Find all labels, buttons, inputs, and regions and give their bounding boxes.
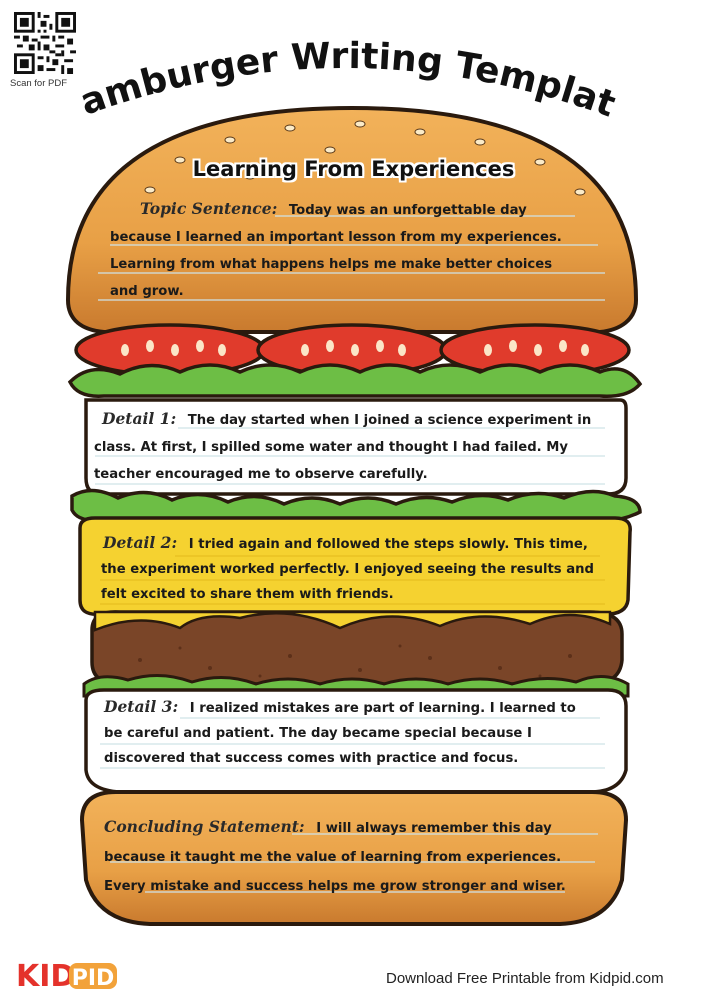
- detail-3-text: I realized mistakes are part of learning…: [104, 701, 576, 766]
- svg-text:KID: KID: [16, 959, 75, 992]
- concluding-statement-text: I will always remember this day because …: [104, 821, 566, 894]
- topic-sentence-label: Topic Sentence:: [140, 199, 278, 218]
- concluding-statement-section: Concluding Statement: I will always reme…: [104, 812, 594, 901]
- detail-3-layer: [84, 688, 628, 794]
- qr-caption: Scan for PDF: [10, 78, 68, 89]
- svg-text:PID: PID: [72, 966, 115, 991]
- concluding-statement-label: Concluding Statement:: [104, 817, 305, 836]
- detail-3-label: Detail 3:: [104, 697, 179, 716]
- kidpid-logo: KID PID: [16, 959, 117, 992]
- detail-1-section: Detail 1: The day started when I joined …: [94, 405, 606, 488]
- topic-sentence-section: Topic Sentence: Today was an unforgettab…: [110, 195, 578, 305]
- detail-3-section: Detail 3: I realized mistakes are part o…: [104, 694, 584, 771]
- detail-2-text: I tried again and followed the steps slo…: [101, 537, 594, 602]
- lettuce-layer-2: [70, 488, 642, 523]
- detail-1-text: The day started when I joined a science …: [94, 413, 592, 482]
- footer-download-text: Download Free Printable from Kidpid.com: [386, 970, 664, 987]
- detail-2-label: Detail 2:: [103, 533, 178, 552]
- lettuce-layer-1: [67, 363, 643, 398]
- worksheet-subtitle: Learning From Experiences: [192, 157, 515, 181]
- qr-code: [14, 12, 76, 74]
- topic-sentence-text: Today was an unforgettable day because I…: [110, 203, 562, 299]
- bottom-bun: [79, 790, 629, 926]
- detail-1-label: Detail 1:: [102, 409, 177, 428]
- detail-2-section: Detail 2: I tried again and followed the…: [101, 530, 606, 607]
- page-title: Hamburger Writing Template: [0, 0, 621, 126]
